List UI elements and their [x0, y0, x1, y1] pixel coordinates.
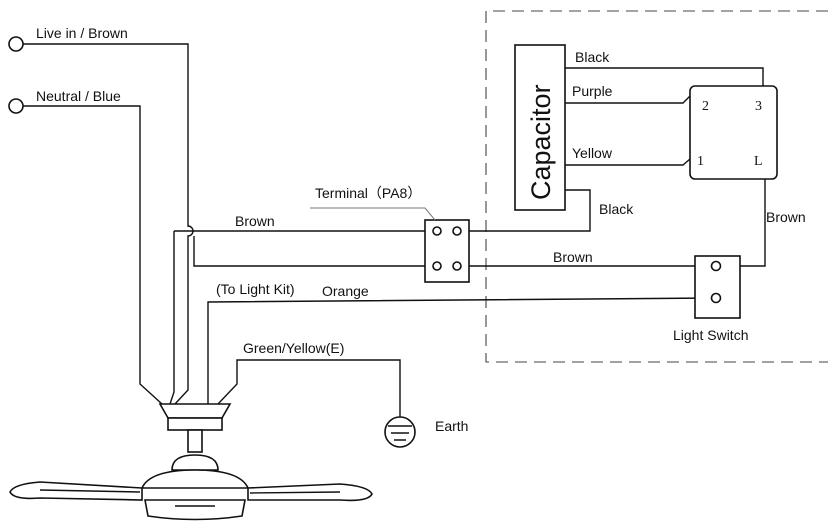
fan-wire-collar — [158, 403, 232, 419]
earth-symbol-lines — [388, 425, 412, 441]
live-input-terminal — [8, 36, 24, 52]
fan-downrod-shaft — [187, 429, 203, 453]
ceiling-fan-icon — [9, 403, 373, 521]
fan-motor-top — [171, 454, 219, 471]
brown-label-lower: Brown — [553, 249, 593, 265]
green-yellow-label: Green/Yellow(E) — [243, 340, 344, 356]
orange-label: Orange — [322, 283, 369, 299]
to-light-kit-label: (To Light Kit) — [216, 281, 295, 297]
brown-wire-lower — [193, 236, 425, 267]
fan-downrod — [167, 417, 223, 431]
earth-symbol-icon — [384, 416, 416, 448]
brown-wire-upper-drop — [169, 231, 175, 405]
fan-switch-pin-2: 2 — [702, 99, 709, 114]
capacitor-purple-label: Purple — [572, 83, 613, 99]
live-in-label: Live in / Brown — [36, 25, 128, 41]
neutral-blue-wire — [23, 105, 163, 405]
capacitor — [514, 44, 566, 211]
capacitor-black-bottom-label: Black — [599, 201, 634, 217]
capacitor-yellow-label: Yellow — [572, 145, 613, 161]
fan-blade-detail — [39, 489, 341, 507]
capacitor-black-wire — [565, 67, 764, 86]
capacitor-purple-wire — [565, 95, 691, 104]
light-switch-contact-2 — [710, 292, 722, 304]
neutral-label: Neutral / Blue — [36, 88, 121, 104]
terminal-block-pa8 — [424, 219, 470, 283]
earth-label: Earth — [435, 418, 468, 434]
brown-label-upper: Brown — [235, 213, 275, 229]
light-switch-contact-1 — [710, 260, 722, 272]
terminal-screw-4 — [452, 261, 462, 271]
fan-switch-pin-1: 1 — [697, 154, 704, 169]
fan-switch-pin-L: L — [754, 154, 763, 169]
terminal-label: Terminal（PA8） — [315, 185, 421, 201]
terminal-screw-3 — [432, 261, 442, 271]
switch-enclosure-outline — [485, 10, 828, 363]
brown-wire-right — [740, 179, 766, 267]
terminal-screw-1 — [432, 226, 442, 236]
orange-wire — [207, 297, 716, 404]
fan-switch-pin-3: 3 — [755, 99, 762, 114]
terminal-screw-2 — [452, 226, 462, 236]
fan-switch-block — [689, 85, 778, 180]
fan-motor-housing — [140, 469, 250, 489]
brown-right-label: Brown — [766, 209, 806, 225]
fan-blade-bottom — [144, 499, 246, 521]
neutral-input-terminal — [8, 98, 24, 114]
capacitor-label: Capacitor — [526, 84, 556, 200]
black-wire-to-capacitor — [469, 189, 591, 232]
light-switch-label: Light Switch — [673, 327, 748, 343]
terminal-label-leader — [310, 207, 436, 221]
capacitor-yellow-wire — [565, 158, 691, 166]
capacitor-black-top-label: Black — [575, 49, 610, 65]
earth-wire — [217, 359, 401, 418]
